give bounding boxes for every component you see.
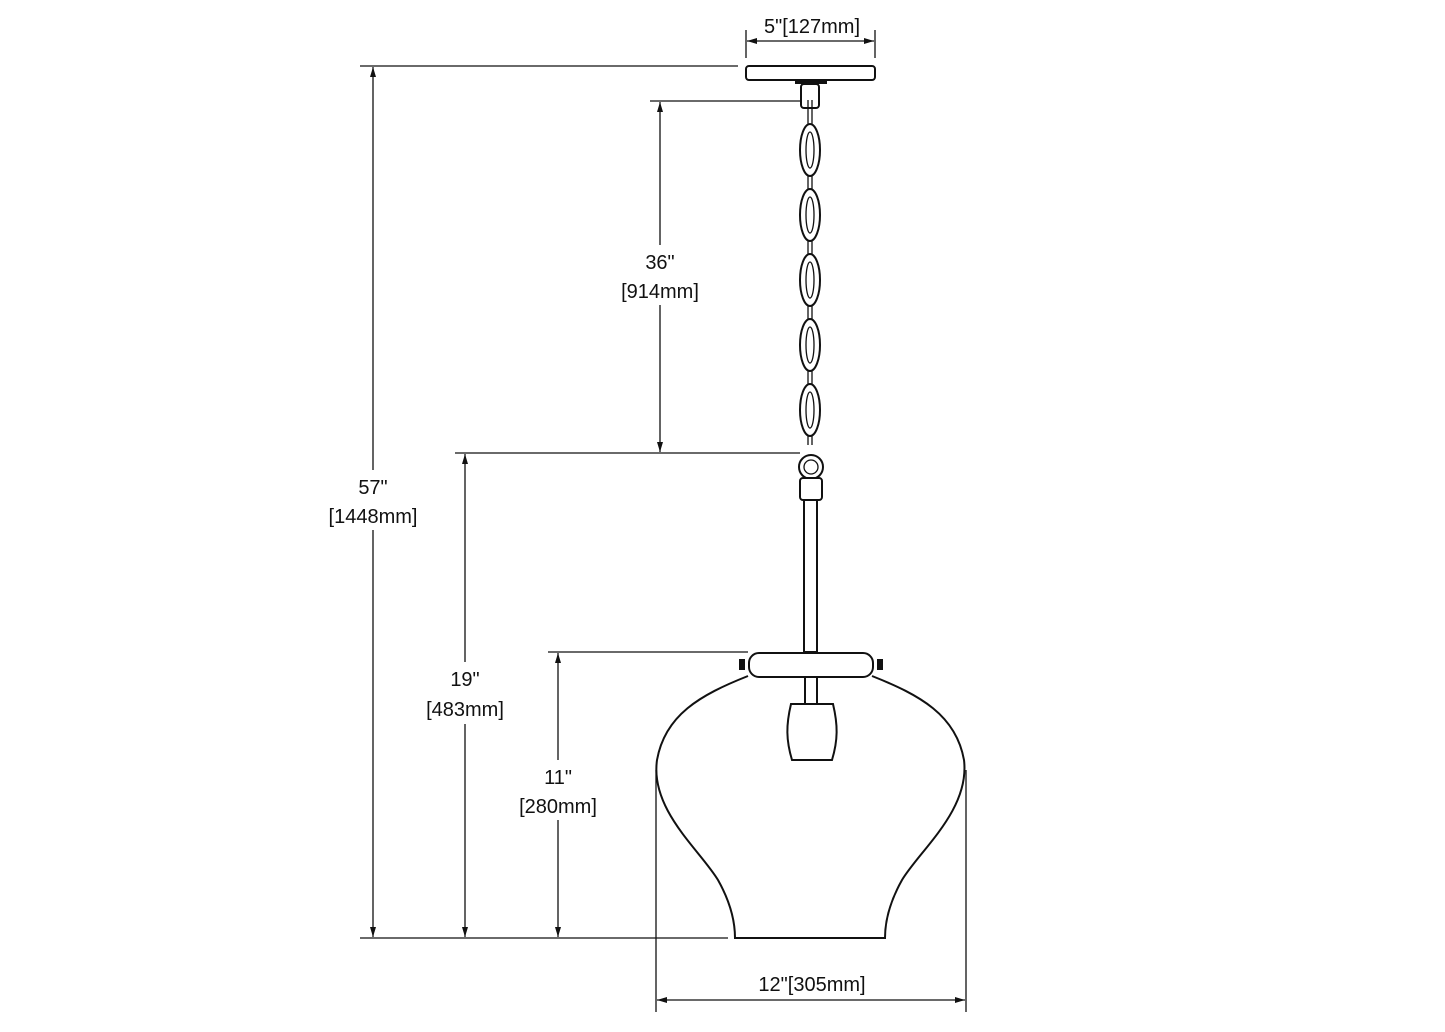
chain-length-mm: [914mm] xyxy=(621,281,699,303)
canopy-width-label: 5"[127mm] xyxy=(764,16,860,38)
canopy-cap xyxy=(795,80,827,84)
canopy xyxy=(745,65,876,81)
shade-width-label: 12"[305mm] xyxy=(758,974,865,996)
stem xyxy=(803,499,818,653)
fixture xyxy=(655,65,966,939)
screw-right xyxy=(877,659,883,670)
loop-ring xyxy=(798,454,824,480)
chain-length-in: 36" xyxy=(645,252,674,274)
dim-shade-width: 12"[305mm] xyxy=(655,770,967,1012)
chain xyxy=(799,100,821,445)
dim-chain-length: 36" [914mm] xyxy=(621,100,800,454)
shade xyxy=(655,675,966,939)
dim-overall-height: 57" [1448mm] xyxy=(329,65,738,939)
chain-holder xyxy=(800,83,820,109)
dim-fixture-height: 19" [483mm] xyxy=(426,452,650,937)
shade-height-in: 11" xyxy=(544,767,572,789)
overall-height-in: 57" xyxy=(358,477,387,499)
fitter-cap xyxy=(748,652,874,678)
dim-shade-height: 11" [280mm] xyxy=(519,651,748,937)
fixture-height-mm: [483mm] xyxy=(426,699,504,721)
socket xyxy=(786,703,838,761)
dim-canopy-width: 5"[127mm] xyxy=(745,16,876,58)
screw-left xyxy=(739,659,745,670)
coupler xyxy=(799,477,823,501)
overall-height-mm: [1448mm] xyxy=(329,506,418,528)
shade-height-mm: [280mm] xyxy=(519,796,597,818)
fixture-height-in: 19" xyxy=(450,669,479,691)
